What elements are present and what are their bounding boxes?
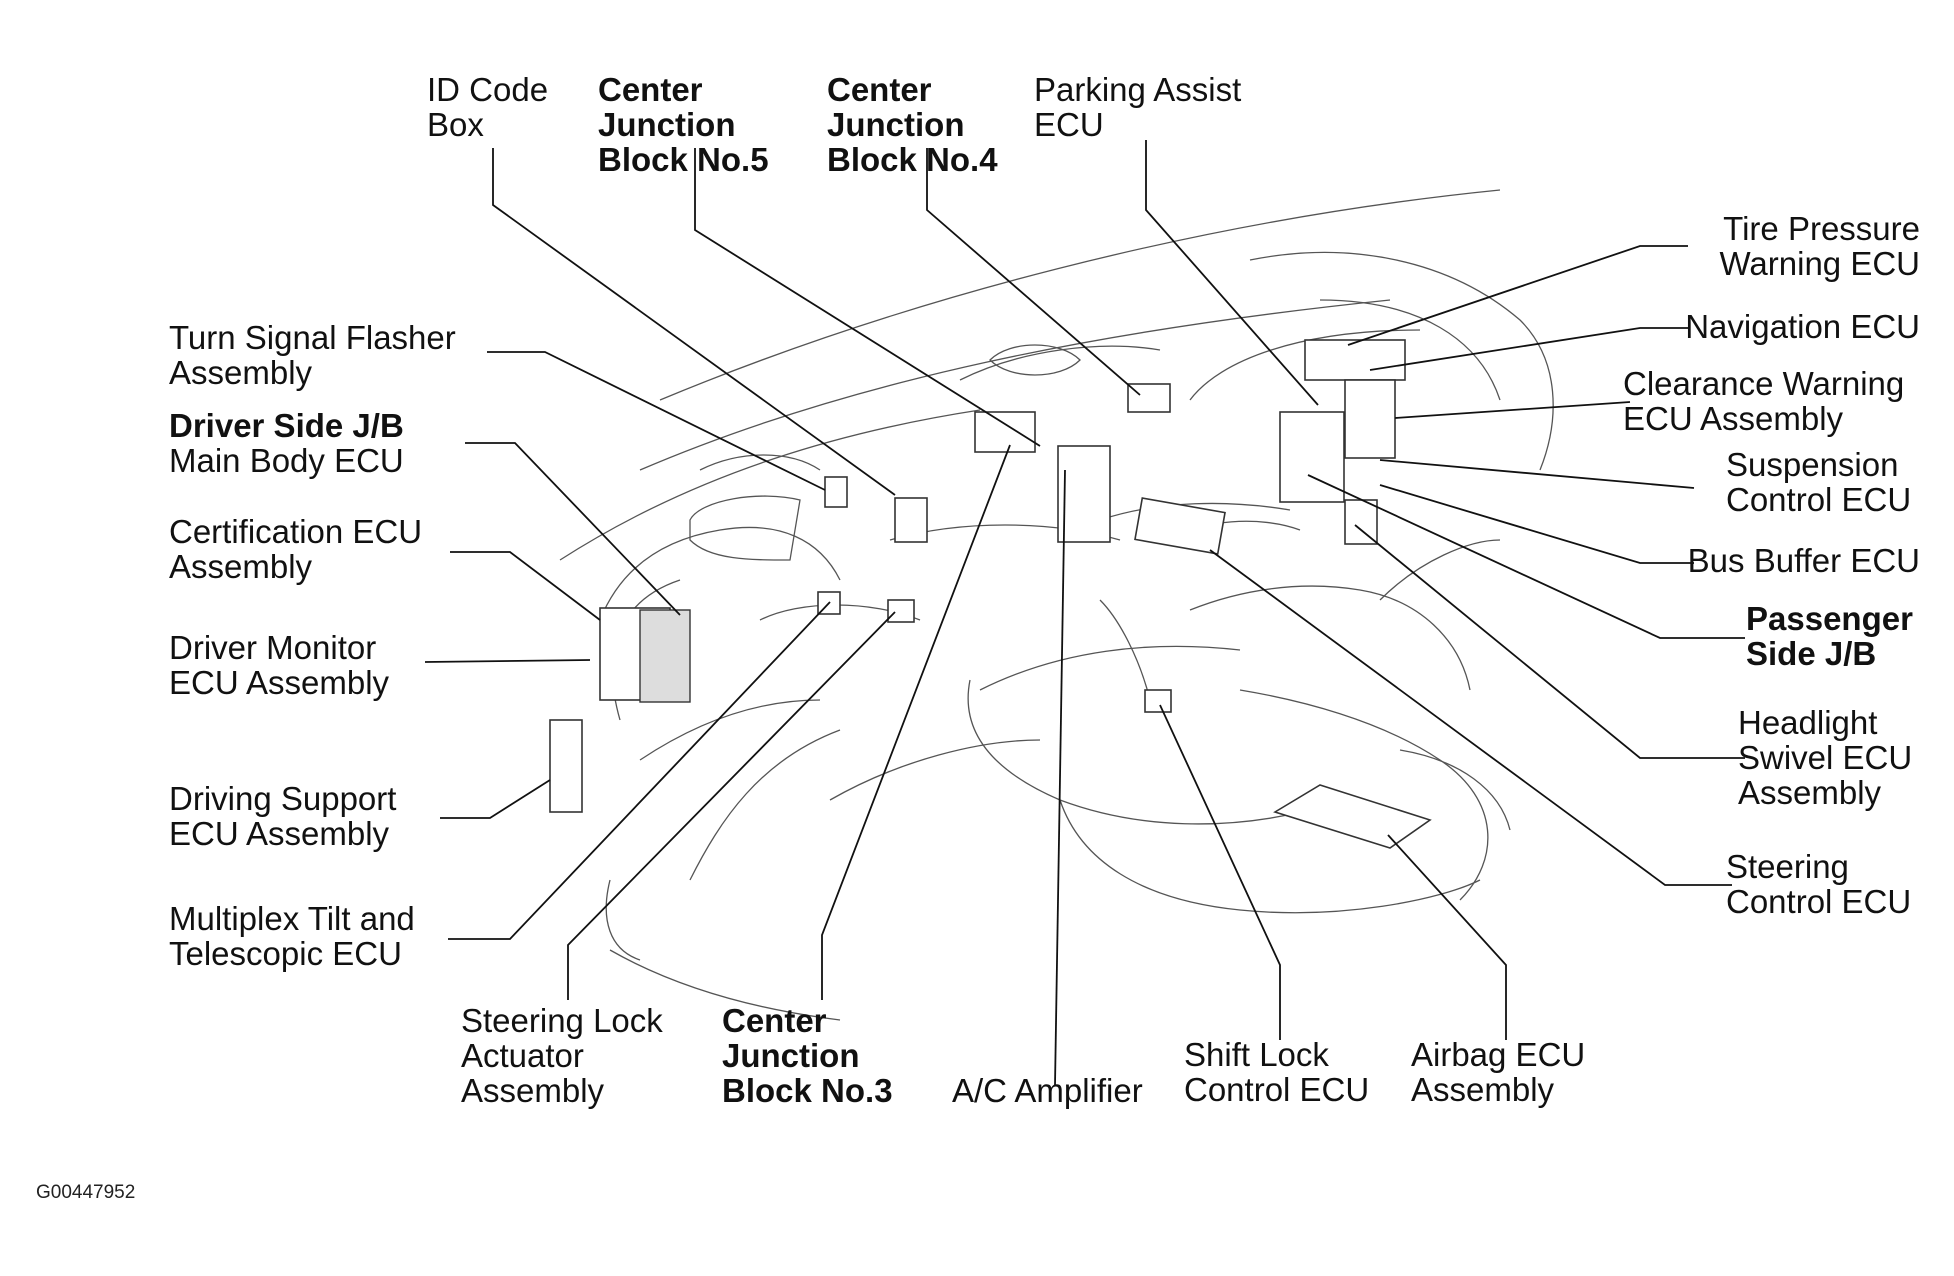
label-headlight-swivel-ecu: Headlight Swivel ECU Assembly [1738, 704, 1913, 811]
label-driving-support-ecu: Driving Support ECU Assembly [169, 780, 397, 852]
label-steering-control-ecu: Steering Control ECU [1726, 848, 1912, 920]
label-passenger-side-jb: Passenger Side J/B [1746, 600, 1913, 672]
label-clearance-warning-ecu: Clearance Warning ECU Assembly [1623, 365, 1905, 437]
diagram-code: G00447952 [36, 1182, 136, 1203]
label-parking-assist-ecu: Parking Assist ECU [1034, 71, 1242, 143]
label-airbag-ecu: Airbag ECU Assembly [1411, 1036, 1586, 1108]
label-multiplex-tilt-telescopic-ecu: Multiplex Tilt and Telescopic ECU [169, 900, 415, 972]
label-shift-lock-control-ecu: Shift Lock Control ECU [1184, 1036, 1370, 1108]
label-bus-buffer-ecu: Bus Buffer ECU [1687, 542, 1920, 579]
leader-lines [424, 140, 1745, 1086]
label-suspension-control-ecu: Suspension Control ECU [1726, 446, 1912, 518]
label-center-junction-block-4: Center Junction Block No.4 [827, 71, 998, 178]
label-steering-lock-actuator: Steering Lock Actuator Assembly [461, 1002, 663, 1109]
label-center-junction-block-3: Center Junction Block No.3 [722, 1002, 893, 1109]
label-navigation-ecu: Navigation ECU [1685, 308, 1920, 345]
label-driver-side-jb: Driver Side J/B Main Body ECU [169, 407, 404, 479]
label-certification-ecu: Certification ECU Assembly [169, 513, 423, 585]
label-ac-amplifier: A/C Amplifier [952, 1072, 1143, 1109]
vehicle-interior-outline [549, 189, 1554, 1021]
label-center-junction-block-5: Center Junction Block No.5 [598, 71, 769, 178]
label-turn-signal-flasher: Turn Signal Flasher Assembly [169, 319, 456, 391]
label-id-code-box: ID Code Box [427, 71, 549, 143]
label-tire-pressure-warning-ecu: Tire Pressure Warning ECU [1719, 210, 1921, 282]
label-driver-monitor-ecu: Driver Monitor ECU Assembly [169, 629, 390, 701]
